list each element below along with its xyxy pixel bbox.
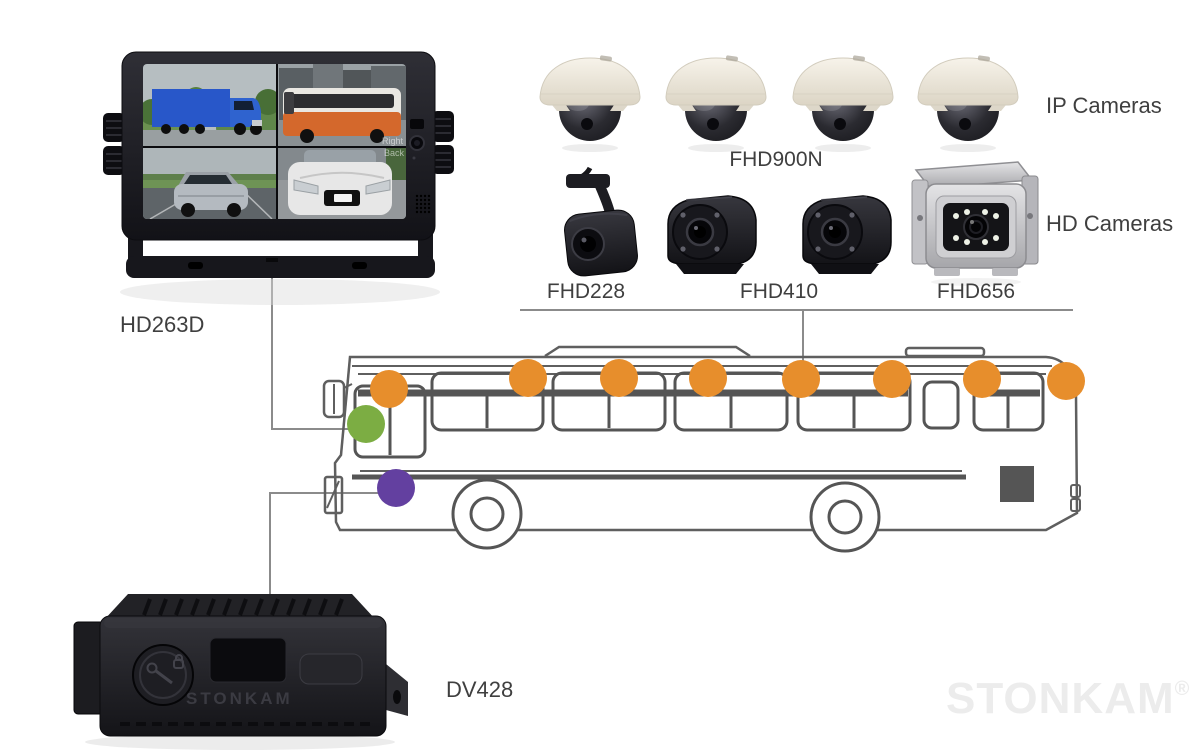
label-ip-cameras-group: IP Cameras: [1046, 93, 1162, 118]
hd-cameras: [564, 161, 1039, 286]
label-hd-cameras-group: HD Cameras: [1046, 211, 1174, 236]
key-icon: [146, 654, 184, 685]
camera-position-dot-orange: [600, 359, 638, 397]
camera-position-dot-orange: [873, 360, 911, 398]
dvr-top-rim: [104, 618, 382, 628]
dvr-unit: STONKAM: [73, 594, 408, 750]
monitor-bezel-controls: [409, 119, 431, 214]
label-ip-camera-model: FHD900N: [729, 148, 823, 171]
ip-dome-camera: [792, 55, 894, 152]
monitor-to-bus-wire: [271, 278, 350, 430]
ip-dome-camera: [665, 55, 767, 152]
screen-overlay-right: Right: [382, 136, 404, 146]
bus-wheels: [451, 478, 881, 553]
brand-watermark: STONKAM®: [946, 674, 1190, 724]
camera-position-dot-orange: [689, 359, 727, 397]
screen-view-bus: [277, 64, 406, 147]
brand-watermark-text: STONKAM: [946, 674, 1175, 723]
camera-position-dots: [347, 359, 1085, 507]
rear-handle-bottom: [1070, 498, 1081, 512]
monitor-shadow: [120, 279, 440, 305]
rear-handle-top: [1070, 484, 1081, 498]
front-step: [323, 475, 344, 515]
dvr-panel-window: [209, 637, 287, 683]
front-mirror: [322, 379, 346, 419]
camera-position-dot-orange: [509, 359, 547, 397]
hd-camera-fhd410-left: [667, 195, 757, 274]
ip-dome-camera: [917, 55, 1019, 152]
monitor-mount-knobs: [103, 111, 454, 175]
mic-hole: [412, 156, 416, 160]
hd-camera-fhd228: [564, 166, 638, 277]
screen-view-sportscar: [277, 147, 406, 219]
camera-position-dot-orange: [782, 360, 820, 398]
monitor-screen: Right Back: [143, 64, 406, 219]
ip-dome-cameras: [539, 55, 1019, 152]
dvr-to-bus-wire: [269, 492, 390, 600]
windshield-pillar: [340, 356, 351, 456]
ir-leds: [953, 209, 999, 245]
screen-overlay-back: Back: [384, 148, 405, 158]
label-dvr-model: DV428: [446, 677, 514, 702]
label-fhd656: FHD656: [936, 280, 1016, 303]
roof-hatch-front: [544, 345, 751, 358]
front-mirror-detail: [333, 383, 353, 414]
power-sensor-dot: [414, 140, 420, 146]
camera-position-dot-orange: [963, 360, 1001, 398]
dvr-bottom-vents: [120, 722, 370, 726]
connection-wires: [269, 278, 1073, 600]
rear-panel: [1000, 466, 1034, 502]
label-fhd410: FHD410: [739, 280, 819, 303]
ir-window: [410, 119, 424, 129]
screen-quad-dividers: [143, 64, 406, 219]
label-fhd228: FHD228: [546, 280, 626, 303]
camera-position-dot-orange: [1047, 362, 1085, 400]
camera-position-dot-green: [347, 405, 385, 443]
hd-camera-fhd656: [911, 161, 1039, 286]
screen-view-hatchback: [143, 147, 277, 219]
dvr-lock-ring: [139, 651, 187, 699]
speaker-grille: [415, 194, 431, 214]
dvr-embossed-brand: STONKAM: [186, 689, 293, 708]
front-step-detail: [326, 480, 340, 509]
dvr-top-vents: [142, 598, 344, 616]
label-monitor-model: HD263D: [120, 312, 205, 337]
camera-position-dot-purple: [377, 469, 415, 507]
dvr-button: [299, 653, 363, 685]
camera-position-dot-orange: [370, 370, 408, 408]
ip-dome-camera: [539, 55, 641, 152]
registered-mark: ®: [1174, 678, 1191, 700]
dvr-mount-hole: [393, 690, 401, 704]
dvr-shadow: [85, 734, 395, 750]
quad-monitor: Right Back: [103, 51, 454, 305]
roof-hatch-rear: [904, 346, 986, 358]
hd-camera-fhd410-right: [802, 195, 892, 274]
